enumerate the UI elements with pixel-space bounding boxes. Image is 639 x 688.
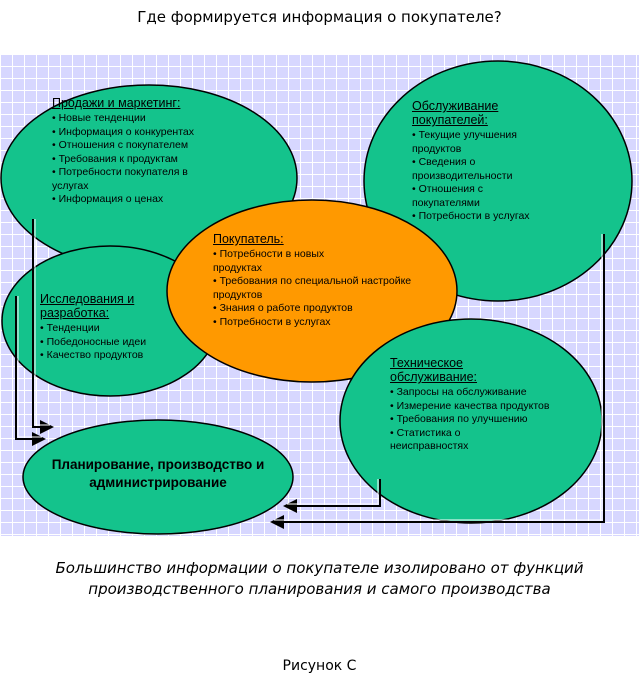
sales-marketing-block: Продажи и маркетинг: Новые тенденции Инф… — [52, 96, 232, 207]
research-item: Победоносные идеи — [40, 336, 190, 350]
customer-service-heading: Обслуживание покупателей: — [412, 99, 499, 127]
diagram: Продажи и маркетинг: Новые тенденции Инф… — [0, 54, 639, 536]
tech-item: Требования по улучшению — [390, 413, 580, 427]
caption: Большинство информации о покупателе изол… — [55, 559, 584, 598]
sales-item: Потребности покупателя в услугах — [52, 166, 217, 193]
sales-item: Новые тенденции — [52, 112, 232, 126]
diagram-shapes — [0, 60, 633, 535]
customer-heading: Покупатель: — [213, 232, 284, 246]
arrow-service-to-planning — [270, 234, 605, 529]
planning-label: Планирование, производство и администрир… — [51, 457, 265, 490]
customer-service-block: Обслуживание покупателей: Текущие улучше… — [412, 99, 577, 224]
tech-item: Запросы на обслуживание — [390, 386, 580, 400]
service-item: Отношения с покупателями — [412, 183, 532, 210]
page-title: Где формируется информация о покупателе? — [137, 8, 502, 26]
tech-service-heading: Техническое обслуживание: — [390, 356, 478, 384]
customer-item: Потребности в услугах — [213, 316, 413, 330]
service-item: Потребности в услугах — [412, 210, 577, 224]
customer-block: Покупатель: Потребности в новых продукта… — [213, 232, 413, 329]
service-item: Сведения о производительности — [412, 156, 552, 183]
tech-item: Измерение качества продуктов — [390, 400, 550, 414]
service-item: Текущие улучшения продуктов — [412, 129, 552, 156]
arrow-sales-to-planning — [32, 219, 54, 434]
tech-item: Статистика о неисправностях — [390, 427, 510, 454]
sales-item: Отношения с покупателем — [52, 139, 232, 153]
ellipse-planning — [22, 419, 294, 535]
arrow-tech-to-planning — [283, 479, 381, 513]
tech-service-block: Техническое обслуживание: Запросы на обс… — [390, 356, 580, 454]
research-item: Качество продуктов — [40, 349, 190, 363]
sales-item: Требования к продуктам — [52, 153, 232, 167]
research-item: Тенденции — [40, 322, 190, 336]
sales-item: Информация о ценах — [52, 193, 232, 207]
figure-label: Рисунок С — [282, 658, 357, 674]
research-block: Исследования и разработка: Тенденции Поб… — [40, 292, 190, 363]
customer-item: Потребности в новых продуктах — [213, 248, 363, 275]
arrow-research-to-planning — [15, 296, 46, 446]
customer-item: Требования по специальной настройке прод… — [213, 275, 413, 302]
customer-item: Знания о работе продуктов — [213, 302, 413, 316]
sales-marketing-heading: Продажи и маркетинг: — [52, 96, 181, 110]
research-heading: Исследования и разработка: — [40, 292, 135, 320]
sales-item: Информация о конкурентах — [52, 126, 232, 140]
